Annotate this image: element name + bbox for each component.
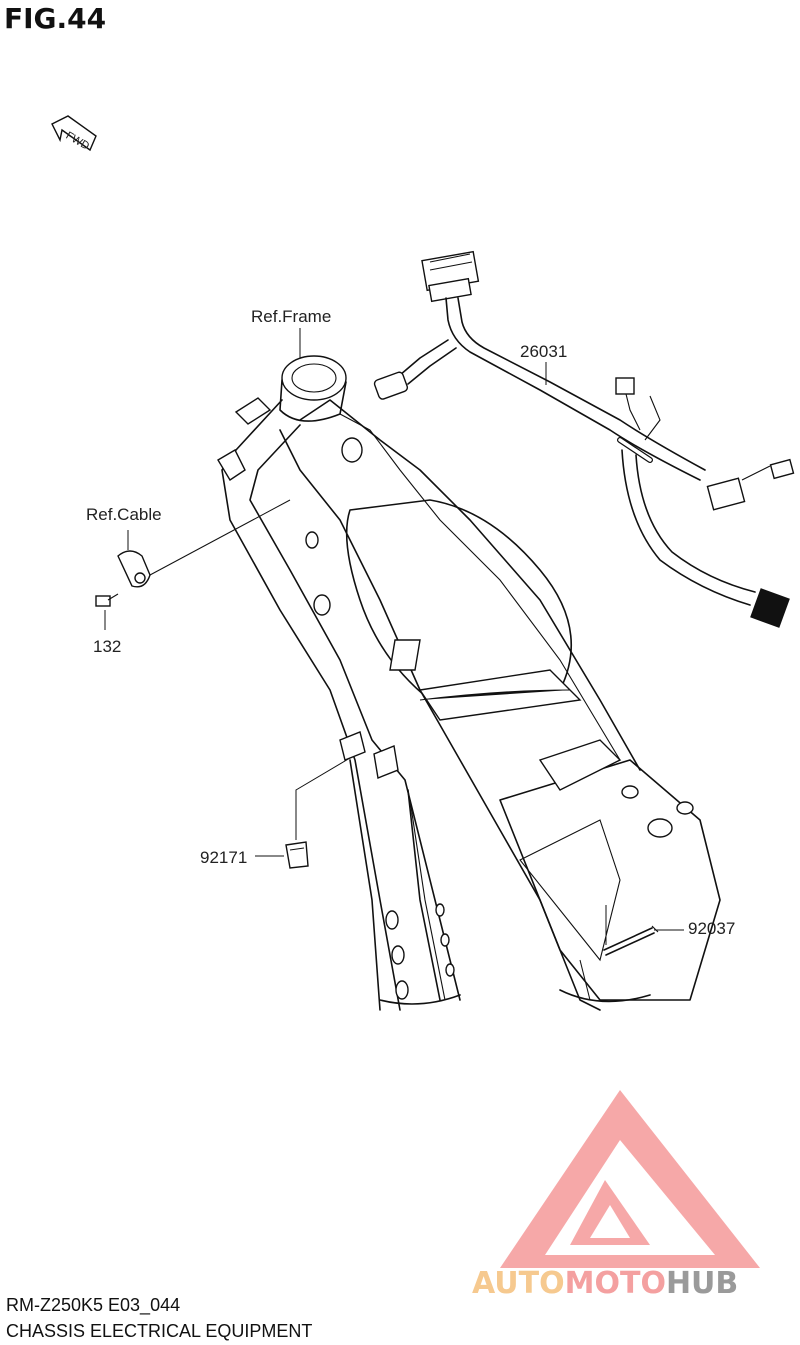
- figure-title: FIG.44: [4, 2, 107, 35]
- footer-model-code: RM-Z250K5 E03_044: [6, 1295, 181, 1315]
- clip-icon: [285, 841, 309, 869]
- forward-arrow-icon: FWD: [51, 115, 97, 153]
- bolt-icon: [95, 593, 119, 607]
- watermark-moto: MOTO: [565, 1266, 666, 1301]
- motorcycle-frame: [217, 355, 721, 1011]
- label-92037: 92037: [688, 919, 735, 938]
- footer-figure-name: CHASSIS ELECTRICAL EQUIPMENT: [6, 1321, 313, 1341]
- band-icon: [603, 925, 659, 956]
- watermark-logo: [500, 1090, 760, 1268]
- label-132: 132: [93, 637, 121, 656]
- label-ref-cable: Ref.Cable: [86, 505, 162, 524]
- label-ref-frame: Ref.Frame: [251, 307, 331, 326]
- wiring-harness: [373, 250, 795, 628]
- cable-clamp-icon: [117, 550, 151, 588]
- leader-92171-frame: [295, 757, 351, 840]
- watermark-auto: AUTO: [472, 1266, 565, 1301]
- leader-ref-cable-frame: [149, 499, 291, 576]
- label-92171: 92171: [200, 848, 247, 867]
- label-26031: 26031: [520, 342, 567, 361]
- watermark-text: AUTOMOTOHUB: [472, 1266, 738, 1301]
- watermark-hub: HUB: [666, 1266, 738, 1301]
